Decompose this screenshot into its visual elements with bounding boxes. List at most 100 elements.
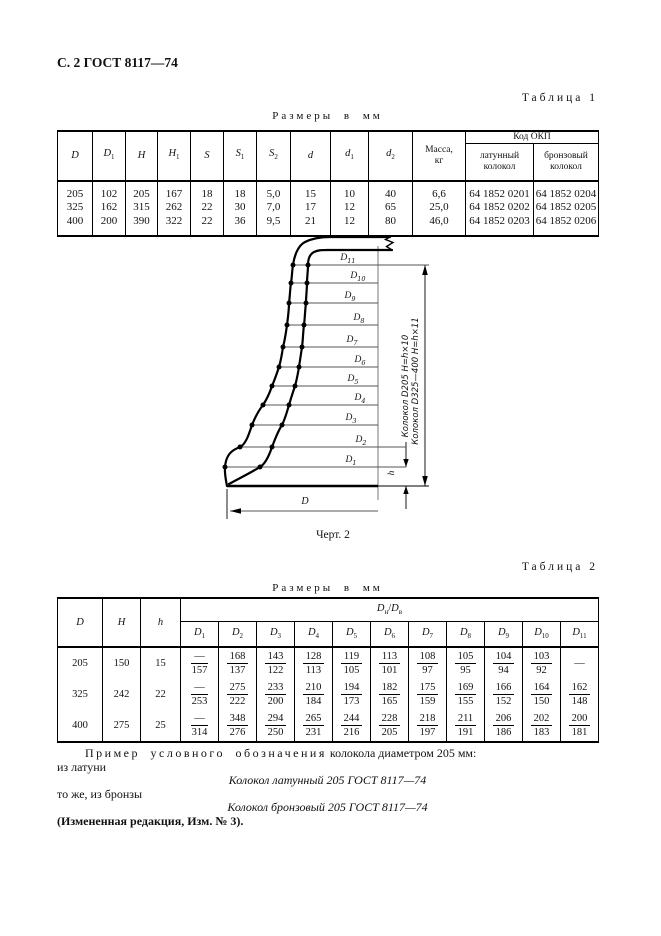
table2-d-col-header: D10 — [522, 621, 561, 648]
table1-cell: 205 — [57, 180, 93, 201]
table1-cell: 18 — [223, 180, 257, 201]
profile-dot — [304, 280, 310, 286]
table1-col-header: S — [190, 130, 224, 182]
example-brass-line: из латуни — [57, 759, 107, 774]
table2-col-header-H: H — [102, 597, 141, 648]
table2-dimension-cell: 22 — [140, 679, 181, 710]
table1-cell: 167 — [157, 180, 191, 201]
table2-d-col-header: D1 — [180, 621, 219, 648]
table1-cell: 102 — [92, 180, 126, 201]
profile-dot — [257, 464, 263, 470]
profile-dot — [288, 280, 294, 286]
table1-mass-header: Масса, кг — [412, 130, 466, 182]
break-line — [383, 236, 395, 251]
table1-cell: 64 1852 0202 — [465, 201, 534, 215]
table1-cell: 12 — [330, 201, 369, 215]
table1-cell: 325 — [57, 201, 93, 215]
level-label-D1: D1 — [345, 455, 357, 467]
diameter-level-lines — [224, 264, 429, 468]
table2-dimension-cell: 15 — [140, 647, 181, 679]
table1-col-header: D — [57, 130, 93, 182]
table1-cell: 40 — [368, 180, 413, 201]
table1-col-header: S2 — [256, 130, 291, 182]
table2-d-col-header: D2 — [218, 621, 257, 648]
level-label-D4: D4 — [354, 393, 366, 405]
table1-cell: 22 — [190, 201, 224, 215]
table1-cell: 46,0 — [412, 214, 466, 236]
table2-col-header-D: D — [57, 597, 103, 648]
profile-dot — [284, 322, 290, 328]
level-label-D5: D5 — [347, 374, 359, 386]
diameter-fraction: —157 — [191, 651, 208, 676]
table1-okp-bronze-header: бронзовый колокол — [533, 143, 599, 182]
level-label-D9: D9 — [344, 291, 356, 303]
table2-units: Размеры в мм — [272, 582, 383, 594]
table2-dn-dv-header: Dн/Dв — [180, 597, 599, 622]
table1-header-row2: латунный колокол бронзовый колокол — [58, 143, 599, 182]
table1-cell: 162 — [92, 201, 126, 215]
table1-cell: 65 — [368, 201, 413, 215]
table1-col-header: d2 — [368, 130, 413, 182]
table1-cell: 10 — [330, 180, 369, 201]
mass-line2: кг — [434, 155, 444, 166]
table2-label: Таблица 2 — [521, 561, 598, 573]
table2-d-col-header: D8 — [446, 621, 485, 648]
table1-cell: 25,0 — [412, 201, 466, 215]
arrow-down-icon — [422, 476, 428, 486]
amendment-note: (Измененная редакция, Изм. № 3). — [57, 813, 244, 828]
profile-dot — [301, 322, 307, 328]
table1-cell: 64 1852 0204 — [533, 180, 599, 201]
diameter-fraction: —253 — [191, 682, 208, 707]
table1-cell: 7,0 — [256, 201, 291, 215]
table1-cell: 15 — [290, 180, 331, 201]
figure-caption: Черт. 2 — [316, 529, 350, 541]
profile-dot — [249, 422, 255, 428]
table2-dimension-cell: 325 — [57, 679, 103, 710]
h-arrow-down-icon — [403, 459, 409, 467]
profile-dot — [276, 364, 282, 370]
table2-fraction-cell: — — [560, 647, 599, 679]
level-label-D7: D7 — [346, 335, 358, 347]
table1-cell: 322 — [157, 214, 191, 236]
table1-cell: 18 — [190, 180, 224, 201]
profile-dot — [305, 262, 311, 268]
example-intro: Пример условного обозначения колокола ди… — [57, 746, 598, 761]
height-formula-outer-label: Колокол D325—400 H=h×11 — [411, 317, 421, 445]
example-bronze-line: то же, из бронзы — [57, 786, 143, 801]
table2-dimension-cell: 242 — [102, 679, 141, 710]
table1-cell: 6,6 — [412, 180, 466, 201]
